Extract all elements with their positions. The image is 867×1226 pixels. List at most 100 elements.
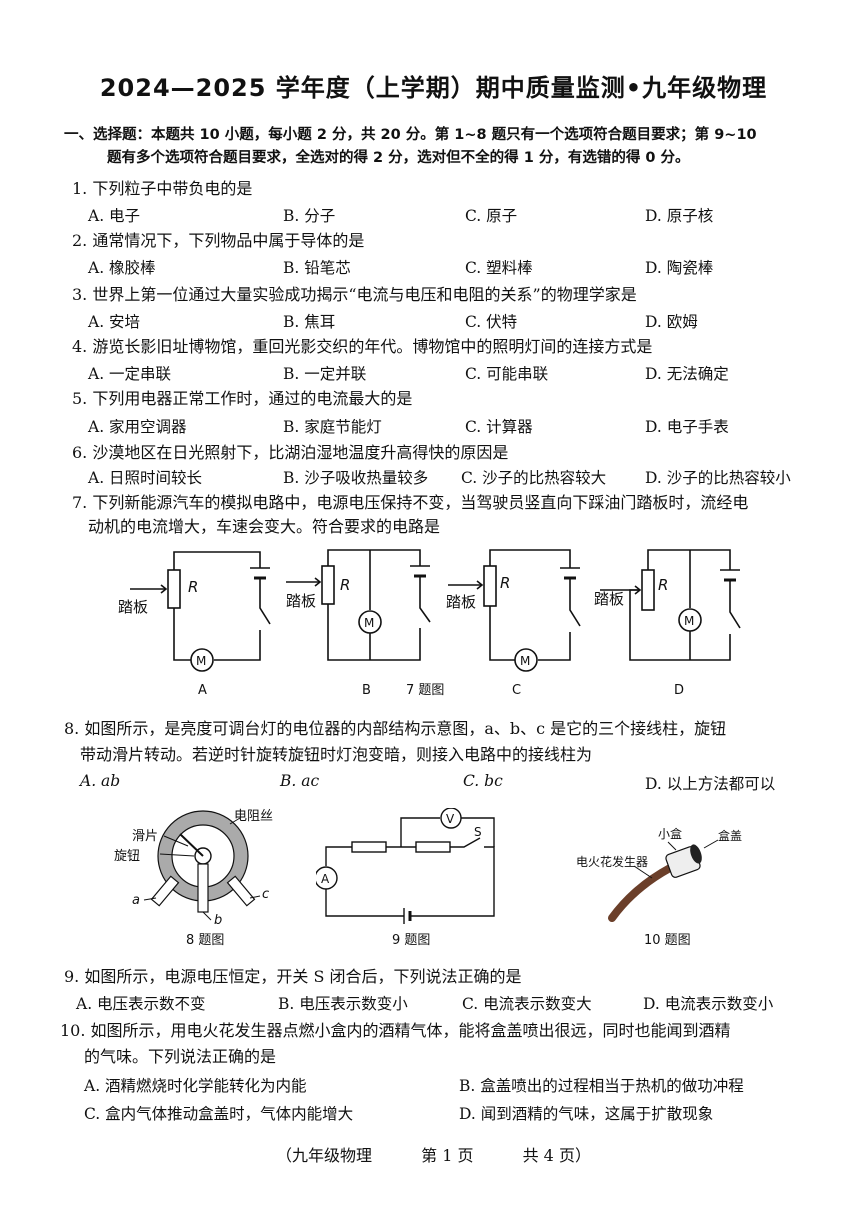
q8-knob-label: 旋钮: [114, 849, 140, 864]
question-8-options: A. ab B. ac C. bc D. 以上方法都可以: [80, 772, 820, 794]
question-2-options: A. 橡胶棒 B. 铅笔芯 C. 塑料棒 D. 陶瓷棒: [88, 256, 828, 278]
question-5-stem: 5. 下列用电器正常工作时，通过的电流最大的是: [72, 389, 413, 408]
option: C. 盒内气体推动盒盖时，气体内能增大: [84, 1105, 354, 1123]
q8-slider-label: 滑片: [132, 829, 158, 844]
q7-pedal-label: 踏板: [594, 590, 624, 608]
option: A. 一定串联: [88, 365, 172, 383]
q8-terminal-c: c: [262, 887, 269, 902]
q7-pedal-label: 踏板: [446, 593, 476, 611]
option: B. 电压表示数变小: [278, 995, 408, 1013]
question-1-options: A. 电子 B. 分子 C. 原子 D. 原子核: [88, 204, 828, 226]
question-7-stem-line-1: 7. 下列新能源汽车的模拟电路中，电源电压保持不变，当驾驶员竖直向下踩油门踏板时…: [72, 493, 749, 512]
question-10-stem-line-2: 的气味。下列说法正确的是: [84, 1047, 277, 1066]
option: B. 焦耳: [283, 313, 336, 331]
question-10-options-row-2: C. 盒内气体推动盒盖时，气体内能增大 D. 闻到酒精的气味，这属于扩散现象: [84, 1102, 824, 1124]
q10-box-label: 小盒: [658, 826, 682, 841]
question-2-stem: 2. 通常情况下，下列物品中属于导体的是: [72, 231, 365, 250]
q7-option-label: C: [512, 683, 521, 698]
option: C. 计算器: [465, 418, 533, 436]
q10-lid-label: 盒盖: [718, 828, 742, 843]
option: A. 电压表示数不变: [76, 995, 206, 1013]
option: D. 欧姆: [645, 313, 698, 331]
option: B. 分子: [283, 207, 336, 225]
q7-resistor-label: R: [188, 578, 198, 596]
question-10-options-row-1: A. 酒精燃烧时化学能转化为内能 B. 盒盖喷出的过程相当于热机的做功冲程: [84, 1074, 824, 1096]
question-4-stem: 4. 游览长影旧址博物馆，重回光影交织的年代。博物馆中的照明灯间的连接方式是: [72, 337, 653, 356]
option: C. 沙子的比热容较大: [461, 469, 607, 487]
q8-caption: 8 题图: [186, 933, 224, 948]
section-line-2: 题有多个选项符合题目要求，全选对的得 2 分，选对但不全的得 1 分，有选错的得…: [107, 150, 690, 166]
option: A. 酒精燃烧时化学能转化为内能: [84, 1077, 307, 1095]
question-9-options: A. 电压表示数不变 B. 电压表示数变小 C. 电流表示数变大 D. 电流表示…: [76, 992, 816, 1014]
question-8-stem-line-2: 带动滑片转动。若逆时针旋转旋钮时灯泡变暗，则接入电路中的接线柱为: [80, 745, 593, 764]
option: A. 电子: [88, 207, 141, 225]
q9-caption: 9 题图: [392, 933, 430, 948]
option: B. 盒盖喷出的过程相当于热机的做功冲程: [459, 1077, 744, 1095]
q10-caption: 10 题图: [644, 933, 691, 948]
q7-pedal-label: 踏板: [118, 598, 148, 616]
option: B. 沙子吸收热量较多: [283, 469, 429, 487]
option: B. 铅笔芯: [283, 259, 351, 277]
footer-subject: （九年级物理: [276, 1146, 373, 1165]
option: D. 原子核: [645, 207, 714, 225]
q9-switch-label: S: [474, 825, 482, 839]
q7-option-label: D: [674, 683, 684, 698]
option: D. 闻到酒精的气味，这属于扩散现象: [459, 1105, 714, 1123]
q7-resistor-label: R: [658, 576, 668, 594]
q9-voltmeter-label: V: [446, 812, 455, 826]
question-10-stem-line-1: 10. 如图所示，用电火花发生器点燃小盒内的酒精气体，能将盒盖喷出很远，同时也能…: [60, 1021, 731, 1040]
question-6-stem: 6. 沙漠地区在日光照射下，比湖泊湿地温度升高得快的原因是: [72, 443, 509, 462]
section-line-1: 一、选择题：本题共 10 小题，每小题 2 分，共 20 分。第 1~8 题只有…: [64, 127, 757, 143]
q9-ammeter-label: A: [321, 872, 330, 886]
option: B. ac: [280, 772, 320, 790]
question-4-options: A. 一定串联 B. 一定并联 C. 可能串联 D. 无法确定: [88, 362, 828, 384]
q7-caption: 7 题图: [406, 683, 444, 698]
section-instructions: 一、选择题：本题共 10 小题，每小题 2 分，共 20 分。第 1~8 题只有…: [64, 124, 824, 170]
option: C. 可能串联: [465, 365, 549, 383]
q7-option-label: B: [362, 683, 371, 698]
option: D. 陶瓷棒: [645, 259, 714, 277]
option: B. 家庭节能灯: [283, 418, 382, 436]
q8-wire-label: 电阻丝: [234, 809, 273, 824]
q7-pedal-label: 踏板: [286, 592, 316, 610]
question-3-options: A. 安培 B. 焦耳 C. 伏特 D. 欧姆: [88, 310, 828, 332]
q7-resistor-label: R: [340, 576, 350, 594]
option: A. 橡胶棒: [88, 259, 156, 277]
question-1-stem: 1. 下列粒子中带负电的是: [72, 179, 253, 198]
question-6-options: A. 日照时间较长 B. 沙子吸收热量较多 C. 沙子的比热容较大 D. 沙子的…: [88, 466, 828, 488]
option: D. 以上方法都可以: [645, 775, 776, 793]
question-3-stem: 3. 世界上第一位通过大量实验成功揭示“电流与电压和电阻的关系”的物理学家是: [72, 285, 637, 304]
q7-motor-label: M: [196, 654, 206, 668]
option: C. 电流表示数变大: [462, 995, 592, 1013]
question-7-stem-line-2: 动机的电流增大，车速会变大。符合要求的电路是: [88, 517, 441, 536]
q7-option-label: A: [198, 683, 207, 698]
option: C. 原子: [465, 207, 518, 225]
q9-circuit-figure: V A S 9 题图: [316, 808, 495, 948]
q10-generator-label: 电火花发生器: [576, 854, 648, 869]
q10-spark-figure: 小盒 盒盖 电火花发生器 10 题图: [576, 826, 742, 948]
q8-terminal-b: b: [214, 913, 222, 928]
option: C. 伏特: [465, 313, 518, 331]
q8-potentiometer-figure: 滑片 旋钮 电阻丝 a b c 8 题图: [114, 809, 273, 948]
option: D. 电流表示数变小: [643, 995, 774, 1013]
footer-total-pages: 共 4 页）: [522, 1146, 591, 1165]
q7-motor-label: M: [364, 616, 374, 630]
q7-motor-label: M: [684, 614, 694, 628]
option: D. 电子手表: [645, 418, 729, 436]
option: C. bc: [463, 772, 503, 790]
question-8-stem-line-1: 8. 如图所示，是亮度可调台灯的电位器的内部结构示意图，a、b、c 是它的三个接…: [64, 719, 727, 738]
question-5-options: A. 家用空调器 B. 家庭节能灯 C. 计算器 D. 电子手表: [88, 415, 828, 437]
q7-circuit-figure: 踏板 R M A 踏板 R M B 7 题图 踏板 R M C 踏板 R M D: [118, 549, 741, 698]
q7-motor-label: M: [520, 654, 530, 668]
option: A. ab: [80, 772, 121, 790]
option: C. 塑料棒: [465, 259, 533, 277]
page-footer: （九年级物理 第 1 页 共 4 页）: [0, 1142, 867, 1166]
option: A. 安培: [88, 313, 141, 331]
q7-resistor-label: R: [500, 574, 510, 592]
q8-terminal-a: a: [132, 893, 140, 908]
footer-page-number: 第 1 页: [421, 1146, 474, 1165]
page-title: 2024—2025 学年度（上学期）期中质量监测•九年级物理: [99, 74, 768, 102]
question-9-stem: 9. 如图所示，电源电压恒定，开关 S 闭合后，下列说法正确的是: [64, 967, 522, 986]
option: A. 家用空调器: [88, 418, 187, 436]
option: D. 沙子的比热容较小: [645, 469, 791, 487]
